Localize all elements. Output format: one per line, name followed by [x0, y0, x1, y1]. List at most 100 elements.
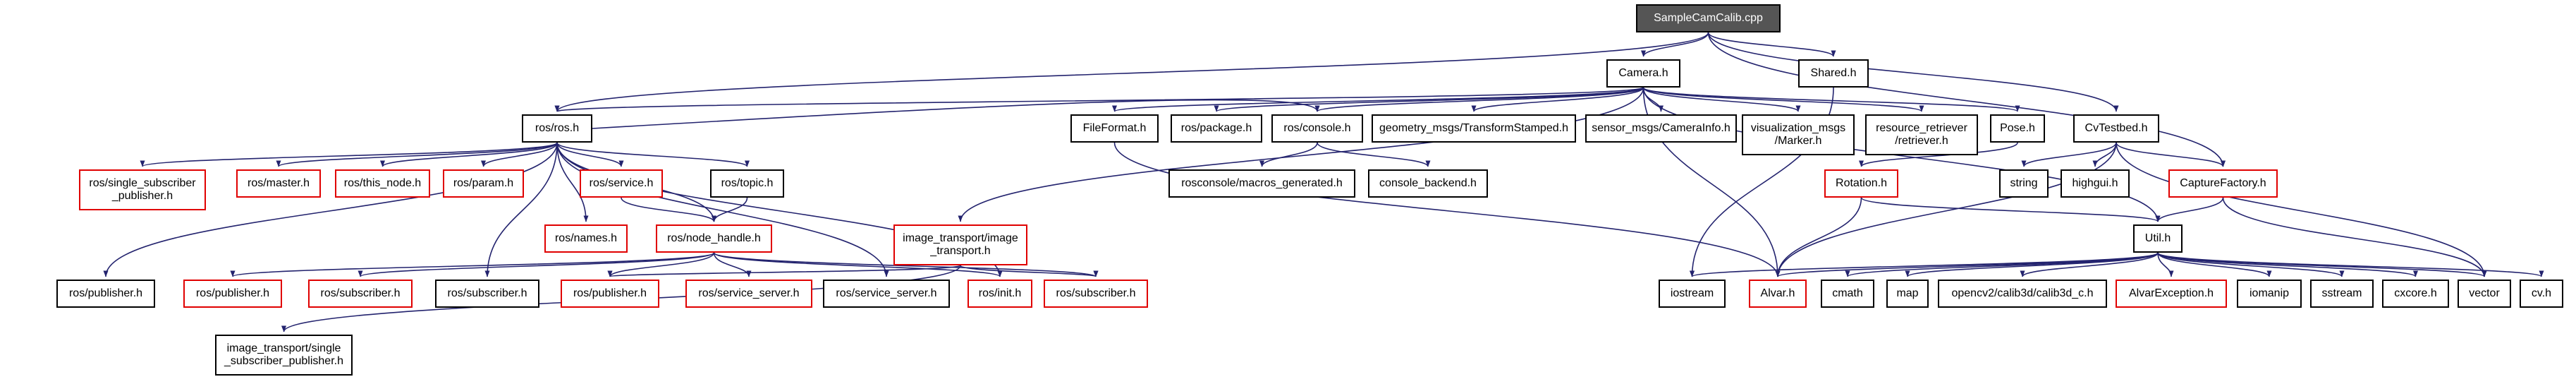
graph-node-itssp[interactable]: image_transport/single _subscriber_publi…	[215, 335, 353, 376]
edge-root-to-shared	[1707, 32, 1836, 57]
edge-camera-to-pose	[1642, 87, 2020, 112]
graph-node-cmath[interactable]: cmath	[1821, 280, 1874, 308]
graph-node-sub1[interactable]: ros/subscriber.h	[308, 280, 413, 308]
graph-node-init[interactable]: ros/init.h	[967, 280, 1032, 308]
graph-node-fileformat[interactable]: FileFormat.h	[1070, 114, 1159, 143]
edge-util-to-iostream	[1690, 252, 2159, 277]
edge-fileformat-to-alvar	[1113, 142, 1781, 277]
graph-node-pub1[interactable]: ros/publisher.h	[56, 280, 155, 308]
edge-service-to-nodehandle	[621, 197, 716, 222]
edge-imagetransport-to-sub3	[960, 265, 1099, 277]
edge-imagetransport-to-pub3	[608, 265, 961, 277]
graph-node-iostream[interactable]: iostream	[1659, 280, 1726, 308]
edge-rosros-to-ssp	[140, 142, 558, 167]
edge-rosros-to-sub2	[484, 142, 558, 277]
graph-node-package[interactable]: ros/package.h	[1171, 114, 1262, 143]
graph-node-rotation[interactable]: Rotation.h	[1824, 169, 1898, 198]
edge-rosros-to-names	[556, 142, 589, 222]
edge-rosros-to-pub1	[103, 142, 558, 277]
graph-node-highgui[interactable]: highgui.h	[2061, 169, 2130, 198]
graph-node-thisnode[interactable]: ros/this_node.h	[335, 169, 430, 198]
edge-console-to-backend	[1317, 142, 1431, 167]
edge-camera-to-rosros	[555, 87, 1644, 112]
edge-rosros-to-param	[481, 142, 558, 167]
graph-node-cv[interactable]: cv.h	[2520, 280, 2563, 308]
graph-node-master[interactable]: ros/master.h	[236, 169, 321, 198]
graph-node-iomanip[interactable]: iomanip	[2237, 280, 2302, 308]
graph-node-pose[interactable]: Pose.h	[1990, 114, 2045, 143]
graph-node-topic[interactable]: ros/topic.h	[710, 169, 784, 198]
edge-camera-to-console	[1314, 87, 1644, 112]
graph-node-rosros[interactable]: ros/ros.h	[522, 114, 592, 143]
graph-node-cxcore[interactable]: cxcore.h	[2382, 280, 2449, 308]
graph-node-macros[interactable]: rosconsole/macros_generated.h	[1168, 169, 1355, 198]
edge-rosros-to-master	[276, 142, 558, 167]
graph-node-string[interactable]: string	[1999, 169, 2049, 198]
edge-rotation-to-util	[1860, 197, 2161, 222]
graph-node-names[interactable]: ros/names.h	[544, 224, 628, 253]
edge-camera-to-vis	[1642, 87, 1801, 112]
edge-capturefactory-to-util	[2155, 197, 2224, 222]
graph-node-pub2[interactable]: ros/publisher.h	[183, 280, 282, 308]
edge-util-to-alvarexception	[2157, 252, 2174, 277]
graph-node-camera[interactable]: Camera.h	[1606, 59, 1680, 88]
edge-cvtestbed-to-alvar	[1775, 142, 2117, 277]
graph-node-ssp[interactable]: ros/single_subscriber _publisher.h	[79, 169, 206, 210]
graph-node-sub3[interactable]: ros/subscriber.h	[1044, 280, 1148, 308]
edge-camera-to-geometry	[1471, 87, 1644, 112]
graph-node-nodehandle[interactable]: ros/node_handle.h	[656, 224, 772, 253]
edge-cvtestbed-to-vector	[2116, 142, 2487, 277]
edge-group	[103, 32, 2544, 332]
graph-node-alvarexception[interactable]: AlvarException.h	[2116, 280, 2227, 308]
graph-node-shared[interactable]: Shared.h	[1798, 59, 1869, 88]
edge-rosros-to-thisnode	[380, 142, 558, 167]
graph-node-opencv2[interactable]: opencv2/calib3d/calib3d_c.h	[1938, 280, 2107, 308]
edge-util-to-sstream	[2157, 252, 2345, 277]
edge-util-to-iomanip	[2157, 252, 2272, 277]
edge-nodehandle-to-sub1	[358, 252, 715, 277]
graph-node-vis[interactable]: visualization_msgs /Marker.h	[1742, 114, 1855, 155]
graph-node-capturefactory[interactable]: CaptureFactory.h	[2168, 169, 2278, 198]
graph-node-pub3[interactable]: ros/publisher.h	[561, 280, 659, 308]
edge-nodehandle-to-init	[713, 252, 1003, 277]
graph-node-service[interactable]: ros/service.h	[580, 169, 663, 198]
graph-node-param[interactable]: ros/param.h	[443, 169, 524, 198]
edge-root-to-rosros	[554, 32, 1709, 112]
graph-node-alvar[interactable]: Alvar.h	[1749, 280, 1807, 308]
edge-nodehandle-to-pub3	[607, 252, 715, 277]
edge-cvtestbed-to-capturefactory	[2116, 142, 2226, 167]
edge-camera-to-imagetransport	[958, 87, 1644, 222]
edge-camera-to-retriever	[1642, 87, 1924, 112]
edge-console-to-macros	[1259, 142, 1318, 167]
graph-node-vector[interactable]: vector	[2458, 280, 2511, 308]
edge-nodehandle-to-ss1	[713, 252, 752, 277]
edge-nodehandle-to-pub2	[230, 252, 715, 277]
graph-node-sub2[interactable]: ros/subscriber.h	[435, 280, 539, 308]
graph-node-cvtestbed[interactable]: CvTestbed.h	[2073, 114, 2159, 143]
graph-node-ss1[interactable]: ros/service_server.h	[685, 280, 812, 308]
edge-root-to-cvtestbed	[1707, 32, 2119, 112]
graph-node-imagetransport[interactable]: image_transport/image _transport.h	[893, 224, 1027, 265]
graph-node-root: SampleCamCalib.cpp	[1636, 4, 1781, 32]
edge-rosros-to-ss2	[556, 142, 889, 277]
graph-node-util[interactable]: Util.h	[2133, 224, 2183, 253]
graph-node-sensor[interactable]: sensor_msgs/CameraInfo.h	[1585, 114, 1737, 143]
graph-node-map[interactable]: map	[1886, 280, 1929, 308]
edge-rosros-to-console	[592, 99, 1320, 129]
graph-node-retriever[interactable]: resource_retriever /retriever.h	[1865, 114, 1978, 155]
edge-cvtestbed-to-string	[2021, 142, 2117, 167]
edge-rosros-to-service	[556, 142, 624, 167]
graph-node-sstream[interactable]: sstream	[2310, 280, 2374, 308]
graph-node-geometry[interactable]: geometry_msgs/TransformStamped.h	[1372, 114, 1576, 143]
edge-util-to-opencv2	[2020, 252, 2159, 277]
edge-root-to-capturefactory	[1707, 32, 2226, 167]
graph-node-console[interactable]: ros/console.h	[1271, 114, 1363, 143]
edge-topic-to-nodehandle	[712, 197, 748, 222]
graph-node-backend[interactable]: console_backend.h	[1368, 169, 1488, 198]
edge-nodehandle-to-sub3	[713, 252, 1099, 277]
graph-node-ss2[interactable]: ros/service_server.h	[823, 280, 950, 308]
edge-root-to-camera	[1641, 32, 1709, 57]
edge-rosros-to-topic	[556, 142, 750, 167]
